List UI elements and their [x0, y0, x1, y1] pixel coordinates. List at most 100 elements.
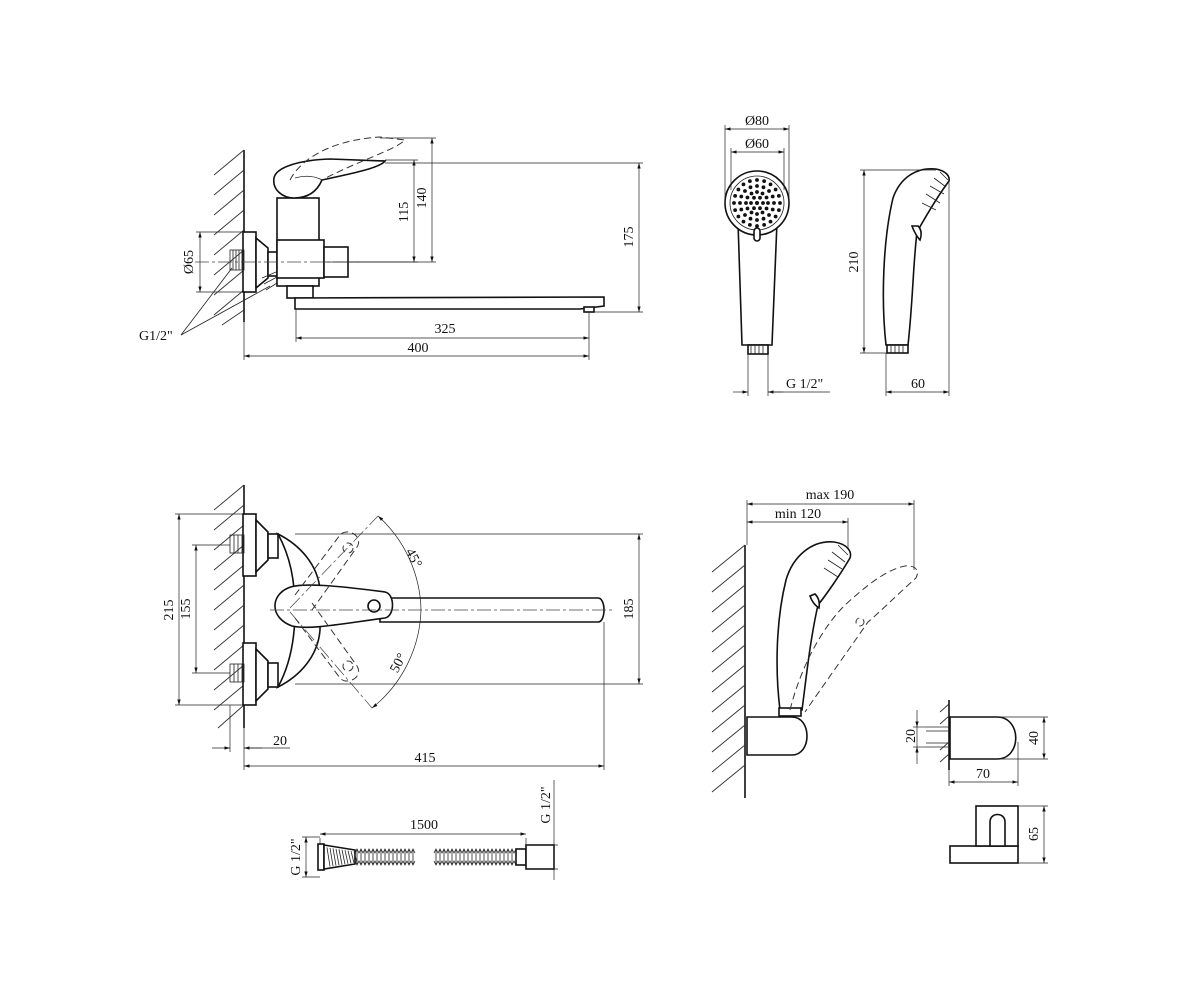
- spray-hole: [739, 194, 744, 199]
- spray-hole: [739, 207, 744, 212]
- wall-hatch-2: [213, 484, 245, 729]
- spray-hole: [755, 201, 759, 205]
- spray-hole: [758, 195, 762, 200]
- cone-line: [341, 849, 346, 865]
- spray-hole: [749, 201, 753, 205]
- hose-segment-right: [433, 848, 519, 866]
- spray-hole: [755, 218, 759, 222]
- dim-height-185: 185: [622, 599, 637, 620]
- dim-width-60: 60: [911, 377, 925, 392]
- dim-angle-50: 50°: [388, 651, 410, 675]
- spray-hole: [733, 208, 738, 213]
- spray-hole: [745, 206, 750, 211]
- wall-hatch-3: [711, 544, 746, 798]
- hose-cone-texture: [326, 847, 358, 867]
- cone-line: [350, 850, 355, 864]
- dim-flange-diameter: Ø65: [182, 250, 197, 274]
- dim-hose-thread-left: G 1/2": [289, 838, 304, 875]
- spray-hole: [755, 190, 759, 194]
- spray-hole: [755, 224, 759, 228]
- dim-min-120: min 120: [775, 507, 821, 522]
- cone-line: [353, 851, 358, 863]
- spray-hole: [768, 182, 773, 187]
- spray-hole: [762, 222, 767, 227]
- spray-hole: [761, 216, 766, 221]
- spray-hole: [758, 206, 762, 211]
- dim-length-325: 325: [435, 322, 456, 337]
- spray-hole: [733, 193, 738, 198]
- holder-detail-front: 65: [949, 805, 1048, 864]
- spray-hole: [764, 206, 769, 211]
- cone-line: [335, 848, 340, 866]
- spray-hole: [752, 195, 756, 200]
- dim-diameter-60: Ø60: [745, 137, 769, 152]
- holder-detail-side: 20 40 70: [904, 700, 1048, 786]
- dim-length-415: 415: [415, 751, 436, 766]
- spray-hole: [776, 193, 781, 198]
- dim-height-115: 115: [397, 202, 412, 222]
- cone-line: [329, 847, 334, 867]
- hand-shower-front-view: Ø80 Ø60 G 1/2": [724, 114, 830, 396]
- spray-hole: [736, 187, 741, 192]
- cone-line: [347, 850, 352, 864]
- dim-diameter-80: Ø80: [745, 114, 769, 129]
- spray-hole: [764, 195, 769, 200]
- spray-hole: [767, 189, 771, 193]
- cone-line: [326, 847, 331, 867]
- spray-hole: [744, 201, 748, 205]
- spray-hole: [760, 210, 765, 215]
- dim-height-175: 175: [622, 227, 637, 248]
- spray-hole: [736, 214, 741, 219]
- shower-holder-assembly: max 190 min 120: [711, 488, 918, 798]
- spray-hole: [748, 185, 753, 190]
- shower-hose: G 1/2" 1500 G 1/2": [289, 780, 558, 880]
- mixer-top-view: 45° 50° 215 155 185 20 415: [162, 484, 643, 770]
- spray-hole: [743, 189, 747, 193]
- spray-hole: [762, 179, 767, 184]
- label-thread-g12: G1/2": [139, 329, 173, 344]
- spray-hole: [755, 212, 759, 216]
- spray-hole: [748, 216, 753, 221]
- dim-hose-thread-right: G 1/2": [539, 786, 554, 823]
- spray-hole: [755, 178, 759, 182]
- spray-hole: [749, 191, 754, 196]
- spray-hole: [752, 206, 756, 211]
- dim-length-400: 400: [408, 341, 429, 356]
- dim-height-155: 155: [179, 599, 194, 620]
- spray-hole: [745, 195, 750, 200]
- spray-hole: [766, 201, 770, 205]
- dim-max-190: max 190: [806, 488, 855, 503]
- spray-hole: [743, 213, 747, 217]
- spray-hole: [747, 222, 752, 227]
- dim-height-210: 210: [847, 252, 862, 273]
- spray-hole: [761, 201, 765, 205]
- spray-hole: [747, 179, 752, 184]
- spray-hole: [770, 207, 775, 212]
- spray-hole: [760, 191, 765, 196]
- dim-height-215: 215: [162, 600, 177, 621]
- hose-segment-left: [354, 848, 416, 866]
- dim-width-70: 70: [976, 767, 990, 782]
- spray-hole: [741, 182, 746, 187]
- cone-line: [332, 848, 337, 866]
- spray-hole: [732, 201, 736, 205]
- spray-hole: [738, 201, 742, 205]
- spray-hole: [768, 219, 773, 224]
- spray-hole: [755, 184, 759, 188]
- dim-thread-shower: G 1/2": [786, 377, 823, 392]
- spray-hole: [776, 208, 781, 213]
- dim-hose-length: 1500: [410, 818, 438, 833]
- wall-hatch: [213, 149, 245, 326]
- dim-height-20: 20: [904, 729, 919, 743]
- mixer-side-view: Ø65 G1/2" 115 140 175 325 400: [139, 136, 643, 360]
- spray-hole: [773, 214, 778, 219]
- cone-line: [338, 849, 343, 865]
- hand-shower-side-view: 210 60: [847, 168, 950, 396]
- dim-height-140: 140: [415, 188, 430, 209]
- spray-hole: [767, 213, 771, 217]
- spray-hole: [761, 185, 766, 190]
- spray-hole: [778, 201, 782, 205]
- spray-hole: [772, 201, 776, 205]
- spray-hole: [741, 219, 746, 224]
